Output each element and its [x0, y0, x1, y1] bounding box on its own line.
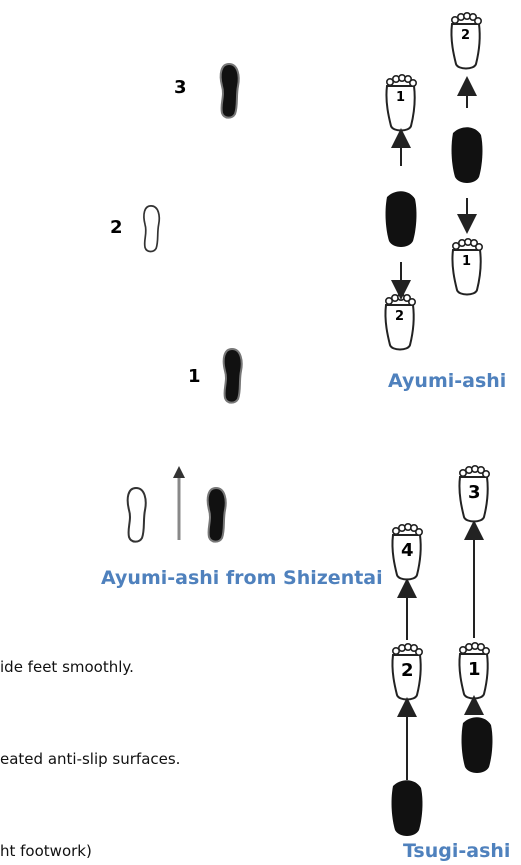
body-text-line-1: ide feet smoothly. [0, 658, 134, 676]
ayumi-num-2b: 2 [395, 309, 405, 324]
body-text-line-3: ht footwork) [0, 842, 92, 860]
start-left-foot-icon [126, 487, 147, 543]
step-1-label: 1 [188, 366, 201, 387]
ayumi-num-1b: 1 [462, 254, 472, 269]
ayumi-dark-right-icon [451, 127, 483, 183]
caption-ayumi-ashi-shizentai: Ayumi-ashi from Shizentai [101, 567, 383, 589]
tsugi-dark-right-icon [461, 717, 493, 773]
caption-tsugi-ashi: Tsugi-ashi [403, 840, 511, 862]
left-foot-step-3-icon [219, 63, 240, 119]
tsugi-dark-left-icon [391, 780, 423, 836]
step-2-label: 2 [110, 217, 123, 238]
left-foot-step-2-icon [143, 205, 161, 253]
tsugi-num-4: 4 [401, 540, 414, 561]
body-text-line-2: eated anti-slip surfaces. [0, 750, 181, 768]
ayumi-num-1a: 1 [396, 90, 406, 105]
tsugi-num-2: 2 [401, 660, 414, 681]
ayumi-num-2a: 2 [461, 28, 471, 43]
ayumi-dark-left-icon [385, 191, 417, 247]
tsugi-num-3: 3 [468, 482, 481, 503]
left-foot-step-1-icon [222, 348, 243, 404]
caption-ayumi-ashi: Ayumi-ashi [388, 370, 507, 392]
tsugi-num-1: 1 [468, 659, 481, 680]
step-3-label: 3 [174, 77, 187, 98]
start-right-foot-icon [206, 487, 227, 543]
